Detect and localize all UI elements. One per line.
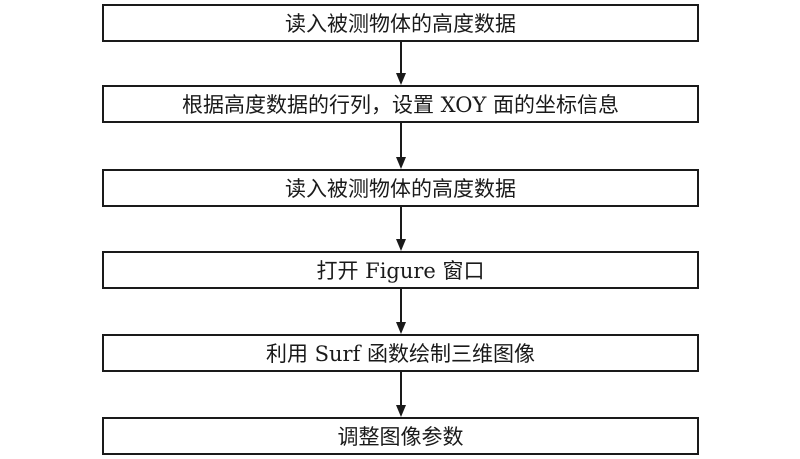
flow-arrow-5-6 <box>396 372 406 417</box>
flow-arrow-4-5 <box>396 289 406 334</box>
flow-step-5-label: 利用 Surf 函数绘制三维图像 <box>265 342 536 366</box>
flow-step-4: 打开 Figure 窗口 <box>102 251 699 289</box>
flow-step-6: 调整图像参数 <box>102 417 699 455</box>
flow-step-1: 读入被测物体的高度数据 <box>102 4 699 42</box>
flow-arrow-1-2 <box>396 42 406 85</box>
flow-step-3: 读入被测物体的高度数据 <box>102 169 699 207</box>
flow-step-4-label: 打开 Figure 窗口 <box>316 259 485 283</box>
flow-step-5: 利用 Surf 函数绘制三维图像 <box>102 334 699 372</box>
flow-step-2-label: 根据高度数据的行列，设置 XOY 面的坐标信息 <box>181 93 619 117</box>
flow-step-1-label: 读入被测物体的高度数据 <box>285 12 516 36</box>
flow-step-6-label: 调整图像参数 <box>337 425 464 449</box>
flow-arrow-3-4 <box>396 207 406 251</box>
flow-arrow-2-3 <box>396 123 406 169</box>
flow-step-2: 根据高度数据的行列，设置 XOY 面的坐标信息 <box>102 85 699 123</box>
flow-step-3-label: 读入被测物体的高度数据 <box>285 177 516 201</box>
